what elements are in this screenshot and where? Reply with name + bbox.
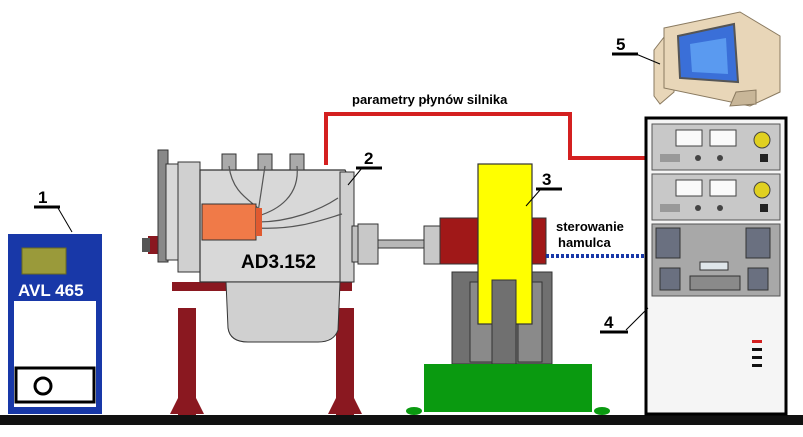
- exhaust-analyzer: AVL 465: [8, 234, 102, 414]
- control-cabinet: [644, 116, 788, 416]
- leader-line-4: [625, 307, 649, 331]
- leader-line-3: [525, 189, 541, 207]
- leader-line-2: [347, 167, 363, 186]
- engine-ad3152: AD3.152: [157, 149, 371, 343]
- callout-number-4: 4: [604, 313, 614, 332]
- cable-label: parametry płynów silnika: [352, 92, 508, 107]
- control-label-line1: sterowanie: [556, 219, 624, 234]
- floor-bar: [0, 415, 803, 425]
- control-label-line2: hamulca: [558, 235, 612, 250]
- analyzer-name-label: AVL 465: [18, 281, 84, 300]
- engine-model-label: AD3.152: [241, 252, 316, 273]
- dynamometer-brake: [439, 163, 553, 365]
- callout-number-3: 3: [542, 170, 551, 189]
- brake-base: [406, 364, 610, 415]
- callout-number-2: 2: [364, 149, 373, 168]
- leader-line-5: [635, 53, 661, 65]
- callout-number-5: 5: [616, 35, 625, 54]
- callout-number-1: 1: [38, 188, 47, 207]
- engine-fluid-cable: [324, 112, 650, 165]
- drive-shaft: [357, 223, 445, 265]
- computer: [653, 11, 781, 107]
- leader-line-1: [57, 207, 73, 233]
